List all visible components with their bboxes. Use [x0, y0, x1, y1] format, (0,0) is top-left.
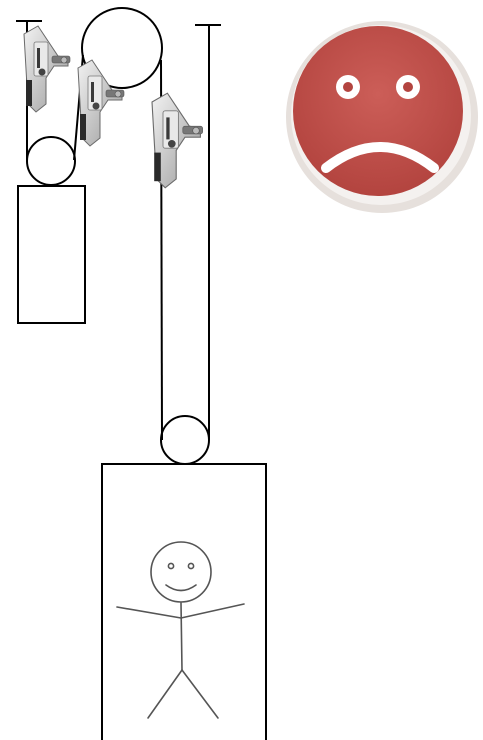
stick-figure-head [151, 542, 211, 602]
ascender-device-3 [152, 93, 203, 188]
sad-face-icon [286, 21, 478, 213]
stick-figure-arm-left [117, 607, 181, 618]
stick-figure-leg-left [148, 670, 182, 718]
stick-figure-body [181, 603, 182, 670]
stick-figure [117, 542, 244, 718]
ascender-device-1 [24, 26, 70, 112]
ascender-device-2 [78, 60, 124, 146]
stick-figure-leg-right [182, 670, 218, 718]
counterweight-box [18, 186, 85, 323]
small-pulley [27, 137, 75, 185]
lower-pulley [161, 416, 209, 464]
stick-figure-arm-right [181, 604, 244, 618]
